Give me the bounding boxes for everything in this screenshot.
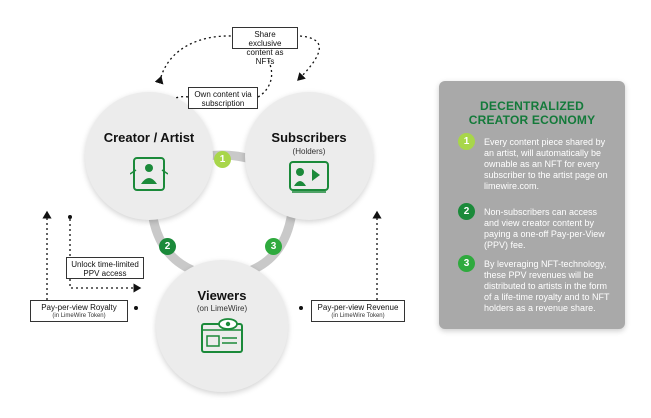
- panel-title-line1: DECENTRALIZED: [480, 99, 584, 113]
- panel-badge-2: 2: [458, 203, 475, 220]
- subscribers-circle: Subscribers (Holders): [245, 92, 373, 220]
- callout-ppv-royalty-text: Pay-per-view Royalty: [41, 303, 117, 312]
- panel-item-1-text: Every content piece shared by an artist,…: [484, 137, 608, 191]
- callout-share-exclusive-text: Share exclusive content as NFTs: [246, 30, 284, 66]
- connector-badge-3: 3: [265, 238, 282, 255]
- viewers-subtitle: (on LimeWire): [196, 304, 248, 313]
- callout-ppv-royalty: Pay-per-view Royalty (in LimeWire Token): [30, 300, 128, 322]
- subscribers-title: Subscribers: [271, 130, 347, 145]
- dot-royalty: [134, 306, 138, 310]
- callout-ppv-royalty-sub: (in LimeWire Token): [52, 313, 106, 319]
- callout-share-exclusive: Share exclusive content as NFTs: [232, 27, 298, 66]
- video-player-icon: [289, 161, 329, 193]
- callout-own-content-text: Own content via subscription: [194, 90, 252, 108]
- callout-unlock: Unlock time-limited PPV access: [66, 257, 144, 279]
- callout-unlock-text: Unlock time-limited PPV access: [71, 260, 139, 278]
- callout-own-content: Own content via subscription: [188, 87, 258, 109]
- arrow-share-exclusive: [154, 35, 233, 85]
- info-panel: DECENTRALIZED CREATOR ECONOMY 1 Every co…: [439, 81, 625, 329]
- arrow-own-content-right: [257, 59, 273, 98]
- callout-ppv-revenue-text: Pay-per-view Revenue: [317, 303, 399, 312]
- dot-revenue: [299, 306, 303, 310]
- panel-badge-3: 3: [458, 255, 475, 272]
- viewers-title: Viewers: [197, 288, 247, 303]
- callout-ppv-revenue: Pay-per-view Revenue (in LimeWire Token): [311, 300, 405, 322]
- creator-title: Creator / Artist: [103, 130, 195, 145]
- connector-badge-1: 1: [214, 151, 231, 168]
- panel-badge-1: 1: [458, 133, 475, 150]
- artist-tablet-icon: [130, 157, 168, 191]
- eye-browser-icon: [201, 318, 243, 353]
- panel-title: DECENTRALIZED CREATOR ECONOMY: [439, 99, 625, 127]
- creator-circle: Creator / Artist: [85, 92, 213, 220]
- subscribers-subtitle: (Holders): [292, 147, 326, 156]
- connector-badge-2: 2: [159, 238, 176, 255]
- viewers-circle: Viewers (on LimeWire): [156, 260, 288, 392]
- panel-item-2-text: Non-subscribers can access and view crea…: [484, 207, 605, 250]
- callout-ppv-revenue-sub: (in LimeWire Token): [331, 313, 385, 319]
- arrow-unlock: [69, 219, 142, 293]
- panel-item-3-text: By leveraging NFT-technology, these PPV …: [484, 259, 610, 313]
- arrow-share-exclusive-right: [297, 35, 320, 81]
- dot-unlock: [68, 215, 72, 219]
- panel-title-line2: CREATOR ECONOMY: [468, 113, 596, 127]
